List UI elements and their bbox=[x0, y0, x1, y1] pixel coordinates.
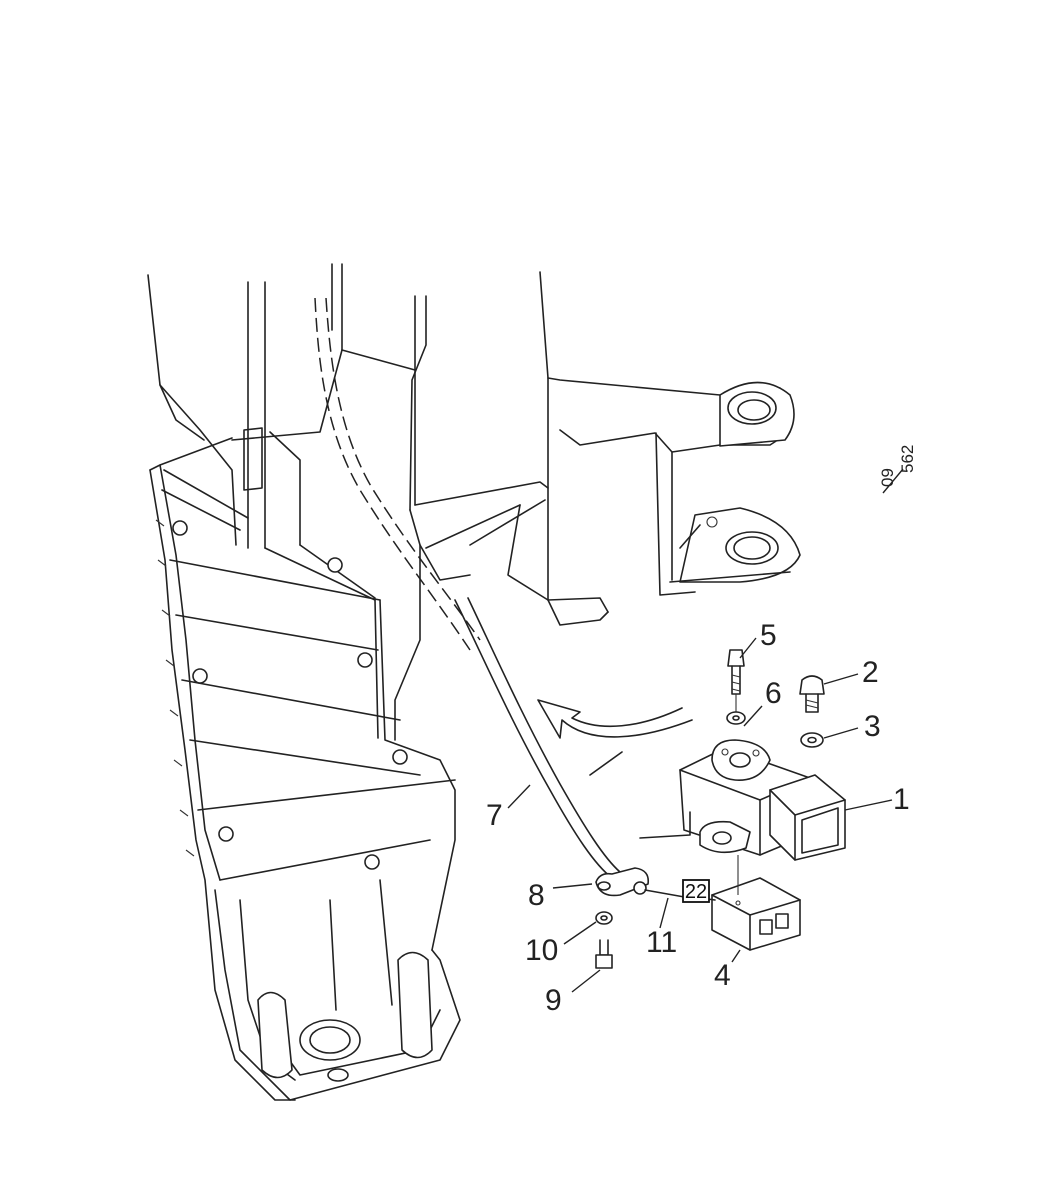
part-1-sensor-housing bbox=[639, 739, 846, 861]
callout-6: 6 bbox=[765, 677, 782, 710]
leader-lines bbox=[507, 637, 893, 993]
part-4-connector bbox=[711, 855, 801, 951]
drawing-number: 09 562 bbox=[878, 445, 917, 494]
callout-5: 5 bbox=[760, 619, 777, 652]
callout-3: 3 bbox=[864, 710, 881, 743]
callout-2: 2 bbox=[862, 656, 879, 689]
drawing-number-top: 09 bbox=[878, 468, 897, 487]
reference-box-label: 22 bbox=[685, 881, 707, 903]
frame-bolts bbox=[172, 520, 408, 870]
drawing-number-bottom: 562 bbox=[898, 445, 917, 473]
callout-1: 1 bbox=[893, 783, 910, 816]
callout-7: 7 bbox=[486, 799, 503, 832]
callout-4: 4 bbox=[714, 959, 731, 992]
callout-11: 11 bbox=[646, 926, 677, 959]
callout-8: 8 bbox=[528, 879, 545, 912]
part-10-washer bbox=[595, 911, 613, 925]
callout-labels: 1 2 3 4 5 6 7 8 9 10 11 bbox=[486, 619, 910, 1017]
hidden-hose-route bbox=[314, 297, 481, 651]
callout-10: 10 bbox=[525, 934, 558, 967]
boom-frame bbox=[147, 263, 801, 1101]
callout-9: 9 bbox=[545, 984, 562, 1017]
part-2-bolt bbox=[799, 675, 825, 713]
rotation-arrow bbox=[537, 699, 693, 776]
part-6-washer bbox=[726, 711, 746, 725]
reference-box-22: 22 bbox=[682, 879, 710, 903]
cable-7 bbox=[454, 597, 621, 879]
part-9-bolt bbox=[595, 939, 613, 969]
part-5-bolt bbox=[727, 649, 745, 720]
part-3-washer bbox=[800, 732, 824, 748]
